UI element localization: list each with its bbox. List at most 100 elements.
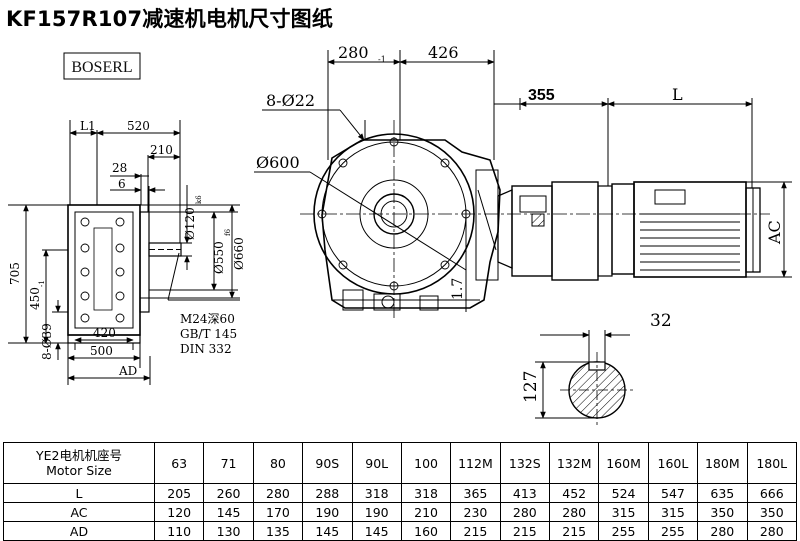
dim-500: 500: [90, 344, 113, 358]
dim-450: 450: [28, 287, 42, 310]
table-cell: 524: [598, 483, 649, 503]
table-cell: 130: [203, 521, 254, 541]
table-cell: 280: [746, 521, 797, 541]
dim-d120: Ø120: [183, 207, 197, 240]
table-cell: 110: [153, 521, 205, 541]
dim-28: 28: [112, 161, 127, 175]
thread-spec-1: M24深60: [180, 312, 235, 326]
dim-key-32: 32: [650, 311, 672, 331]
dim-450-tol: -1: [38, 280, 46, 287]
dim-520: 520: [127, 119, 150, 133]
table-cell: 205: [153, 483, 205, 503]
table-cell: 280: [252, 483, 304, 503]
table-cell: 280: [499, 502, 551, 522]
table-cell: 547: [647, 483, 699, 503]
dim-705: 705: [8, 262, 22, 285]
table-header-size: 90L: [351, 442, 402, 484]
dim-holes-22: 8-Ø22: [266, 91, 315, 110]
dim-6: 6: [118, 177, 126, 191]
dim-holes-39: 8-Ø39: [40, 323, 54, 360]
table-header-size: 160M: [598, 442, 649, 484]
table-cell: 145: [203, 502, 254, 522]
dim-280-tol: -1: [378, 55, 386, 64]
table-cell: 120: [153, 502, 205, 522]
dim-426: 426: [428, 43, 459, 62]
technical-drawing: BOSERL: [8, 43, 792, 428]
table-cell: 255: [647, 521, 699, 541]
table-row-label: AC: [3, 502, 155, 522]
dim-l: L: [672, 85, 683, 104]
table-cell: 215: [499, 521, 551, 541]
dim-l1: L1: [80, 119, 96, 133]
dim-ad: AD: [118, 364, 137, 378]
dim-d550-tol: f6: [224, 228, 232, 236]
table-cell: 135: [252, 521, 304, 541]
table-cell: 255: [598, 521, 649, 541]
table-header-size: 80: [252, 442, 304, 484]
table-header-size: 132S: [499, 442, 551, 484]
table-cell: 666: [746, 483, 797, 503]
left-view: [8, 120, 240, 385]
table-header-size: 63: [153, 442, 205, 484]
dim-d120-tol: k6: [195, 195, 203, 204]
table-cell: 210: [400, 502, 452, 522]
table-header-size: 90S: [302, 442, 353, 484]
table-cell: 170: [252, 502, 304, 522]
table-row-label: AD: [3, 521, 155, 541]
table-header-size: 160L: [647, 442, 699, 484]
brand-logo: BOSERL: [63, 52, 141, 80]
table-cell: 413: [499, 483, 551, 503]
table-cell: 315: [598, 502, 649, 522]
dim-d660: Ø660: [232, 237, 246, 270]
table-header-size: 112M: [450, 442, 501, 484]
dim-d550: Ø550: [212, 241, 226, 274]
table-cell: 350: [697, 502, 748, 522]
shaft-section-labels: 32 127: [521, 311, 672, 403]
table-cell: 318: [400, 483, 452, 503]
dim-355: 355: [528, 87, 555, 104]
table-cell: 318: [351, 483, 402, 503]
brand-logo-text: BOSERL: [71, 59, 132, 76]
dim-d600: Ø600: [256, 153, 300, 172]
table-cell: 280: [697, 521, 748, 541]
table-header-size: 180L: [746, 442, 797, 484]
table-cell: 215: [450, 521, 501, 541]
dim-420: 420: [93, 326, 116, 340]
table-cell: 280: [548, 502, 600, 522]
main-view: [254, 50, 792, 320]
table-cell: 230: [450, 502, 501, 522]
table-header-size: 180M: [697, 442, 748, 484]
dim-ac: AC: [765, 220, 784, 245]
page-title: KF157R107减速机电机尺寸图纸: [6, 7, 334, 31]
table-cell: 145: [302, 521, 353, 541]
table-header-cn: YE2电机机座号: [36, 448, 122, 463]
main-view-labels: 280 -1 426 8-Ø22 Ø600 1.7 355 L AC: [256, 43, 784, 300]
table-cell: 350: [746, 502, 797, 522]
dim-210: 210: [150, 143, 173, 157]
table-cell: 288: [302, 483, 353, 503]
table-cell: 145: [351, 521, 402, 541]
table-row-label: L: [3, 483, 155, 503]
table-header-size: 100: [400, 442, 452, 484]
table-cell: 315: [647, 502, 699, 522]
table-header-en: Motor Size: [46, 463, 112, 478]
dim-1-7: 1.7: [450, 278, 466, 300]
table-header-size: 132M: [548, 442, 600, 484]
table-cell: 635: [697, 483, 748, 503]
table-cell: 260: [203, 483, 254, 503]
table-header-label: YE2电机机座号 Motor Size: [3, 442, 155, 484]
thread-spec-3: DIN 332: [180, 342, 232, 356]
table-header-size: 71: [203, 442, 254, 484]
thread-spec-2: GB/T 145: [180, 327, 237, 341]
table-cell: 452: [548, 483, 600, 503]
table-cell: 215: [548, 521, 600, 541]
shaft-section-view: [535, 330, 634, 428]
table-cell: 365: [450, 483, 501, 503]
table-cell: 190: [351, 502, 402, 522]
dim-height-127: 127: [521, 371, 541, 403]
